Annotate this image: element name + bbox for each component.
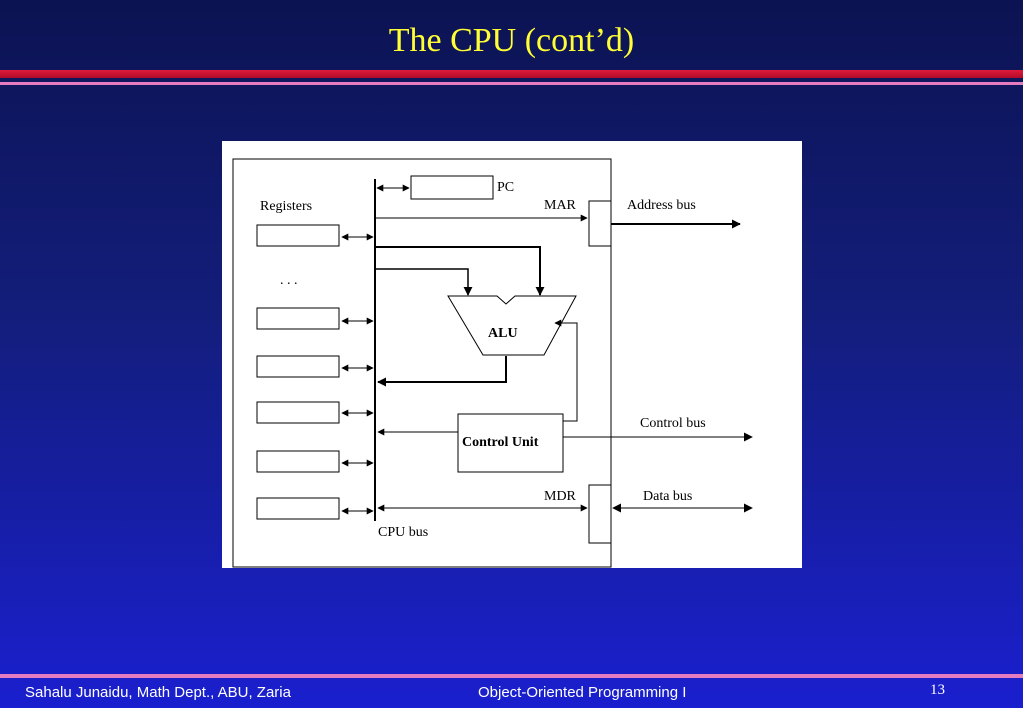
mdr-label: MDR — [544, 489, 577, 504]
pc-label: PC — [497, 180, 514, 195]
page-number: 13 — [930, 682, 945, 698]
title-divider-pink — [0, 82, 1023, 85]
register-box — [256, 401, 340, 424]
footer-divider — [0, 674, 1023, 678]
address-bus-label: Address bus — [627, 198, 696, 213]
control-bus-label: Control bus — [640, 416, 706, 431]
register-box — [256, 224, 340, 247]
registers-ellipsis: . . . — [280, 273, 298, 288]
alu-output-arrow — [377, 356, 507, 387]
title-divider-red — [0, 70, 1023, 78]
control-unit-block — [457, 413, 564, 473]
register-box — [256, 497, 340, 520]
cpu-diagram-svg: CPU bus Registers . . . PC MAR Address b… — [232, 158, 753, 568]
register-box — [256, 307, 340, 330]
control-unit-label: Control Unit — [462, 435, 539, 450]
register-box — [256, 450, 340, 473]
footer-author: Sahalu Junaidu, Math Dept., ABU, Zaria — [25, 684, 291, 701]
alu-block — [447, 295, 577, 356]
registers-label: Registers — [260, 199, 312, 214]
slide-title: The CPU (cont’d) — [388, 22, 635, 59]
alu-label: ALU — [488, 326, 518, 341]
bus-to-alu-input-arrow — [376, 268, 473, 296]
mar-register — [588, 200, 612, 247]
cpu-diagram: CPU bus Registers . . . PC MAR Address b… — [222, 141, 802, 568]
data-bus-label: Data bus — [643, 489, 692, 504]
bus-to-alu-input-arrow — [376, 246, 545, 296]
cpu-bus-label: CPU bus — [378, 525, 428, 540]
pc-register — [410, 175, 494, 200]
mar-label: MAR — [544, 198, 577, 213]
mdr-register — [588, 484, 612, 544]
cpu-boundary — [232, 158, 612, 568]
footer-course: Object-Oriented Programming I — [478, 684, 687, 701]
control-to-alu-arrow — [554, 319, 578, 422]
register-box — [256, 355, 340, 378]
